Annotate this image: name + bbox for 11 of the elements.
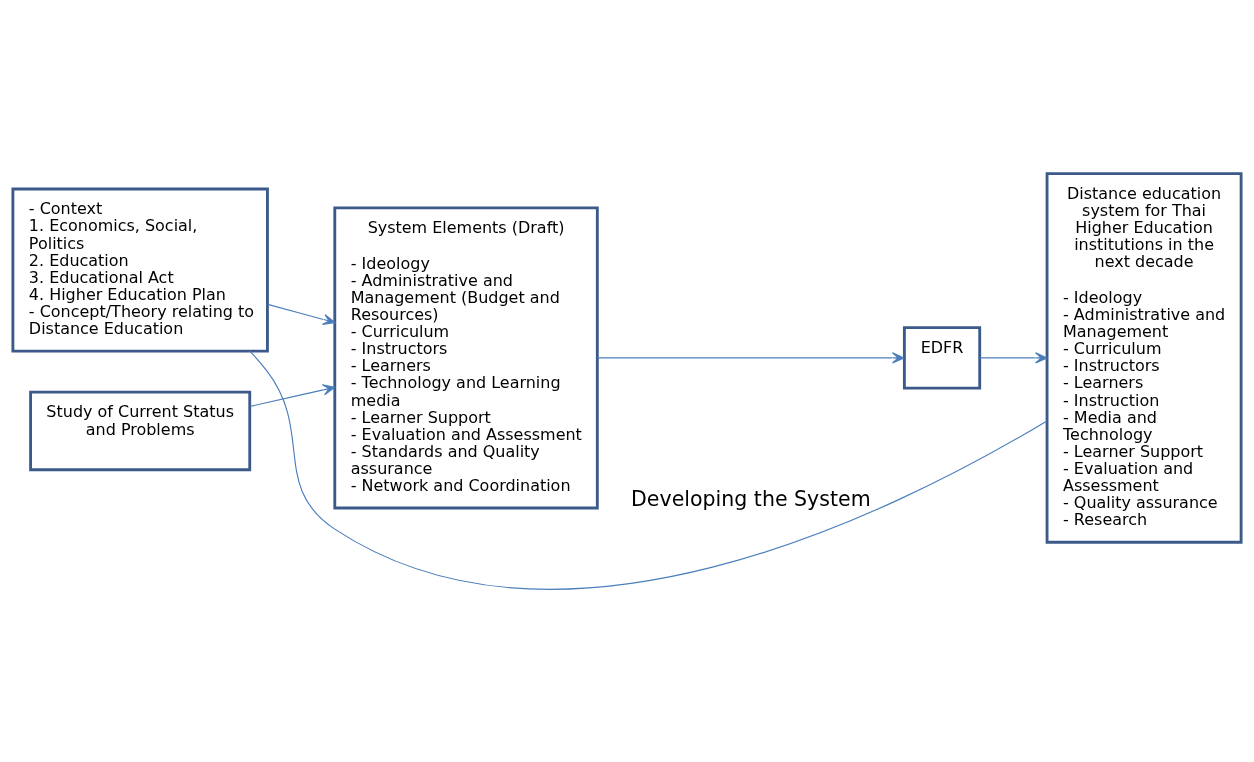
arrow (267, 303, 336, 325)
node-box: - Context 1. Economics, Social, Politics 2. Education 3. Educational Act 4. Higher Education Plan - Concept/Theory relating to Distance Education (11, 187, 269, 352)
node-box: EDFR (902, 325, 982, 390)
node-box: Study of Current Status and Problems (29, 390, 252, 471)
edge-label: Developing the System (631, 486, 871, 511)
arrow (979, 351, 1048, 364)
node-box: System Elements (Draft) - Ideology - Administrative and Management (Budget and Resources) - Curriculum - Instructors - Learners - Technology and Learning media - Learner Support - Evaluation and Assessment - Standards and Quality assurance - Network and Coordination (333, 205, 599, 509)
node-box: Distance education system for Thai Higher Education institutions in the next decade - Ideology - Administrative and Management - Curriculum - Instructors - Learners - Instruction - Media and Technology - Learner Support - Evaluation and Assessment - Quality assurance - Research (1045, 171, 1243, 544)
arrow (597, 351, 905, 364)
connector (249, 350, 1048, 589)
arrow (249, 383, 336, 407)
